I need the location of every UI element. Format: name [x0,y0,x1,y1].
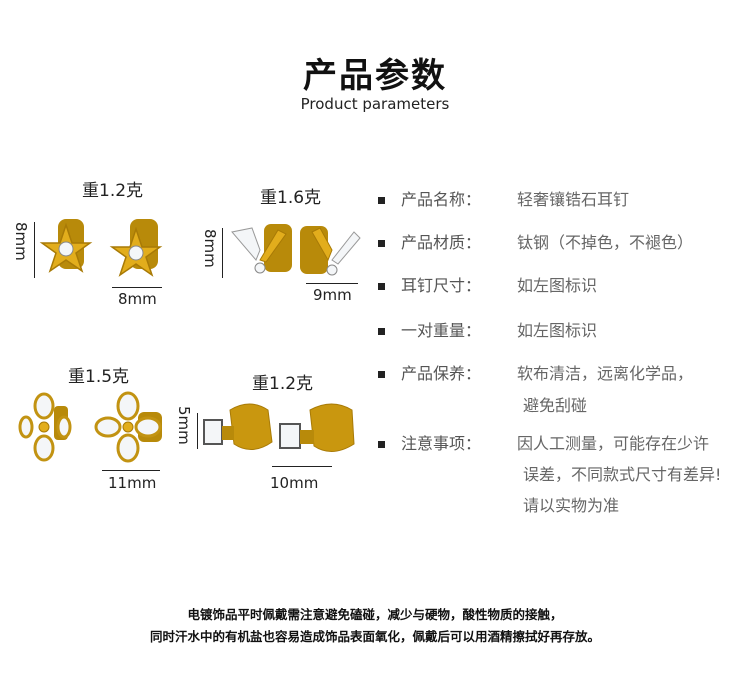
butterfly-stud-icon [231,224,361,276]
spec-care: 产品保养： 软布清洁，远离化学品， [378,360,693,384]
product-2-width-line [306,283,358,284]
spec-notice-line2: 误差，不同款式尺寸有差异! [523,461,721,485]
spec-notice: 注意事项： 因人工测量，可能存在少许 [378,430,709,454]
spec-value: 误差，不同款式尺寸有差异! [523,465,722,484]
spec-label: 注意事项： [401,434,482,453]
product-2-width: 9mm [313,286,352,304]
product-4-height: 5mm [175,406,193,445]
page-title: 产品参数 [303,56,447,96]
spec-value: 钛钢（不掉色，不褪色） [517,233,694,252]
clover-stud-icon [18,391,162,463]
spec-name: 产品名称： 轻奢镶锆石耳钉 [378,186,629,210]
spec-value: 如左图标识 [517,321,598,340]
spec-value: 请以实物为准 [523,496,620,515]
product-1-weight: 重1.2克 [82,181,144,201]
product-2-weight: 重1.6克 [260,188,322,208]
product-4-width: 10mm [270,474,319,492]
product-4-height-line [197,413,198,449]
spec-value: 因人工测量，可能存在少许 [517,434,710,453]
spec-value: 轻奢镶锆石耳钉 [517,190,630,209]
spec-value: 软布清洁，远离化学品， [517,364,694,383]
spec-value: 避免刮碰 [523,396,588,415]
bullet-icon [378,240,385,247]
product-2-height-line [222,228,223,278]
product-1-width-line [112,287,162,288]
spec-notice-line3: 请以实物为准 [523,492,619,516]
spec-label: 产品材质： [401,233,482,252]
bullet-icon [378,371,385,378]
spec-label: 耳钉尺寸： [401,276,482,295]
spec-care-line2: 避免刮碰 [523,392,587,416]
product-3-width: 11mm [108,474,157,492]
spec-weight: 一对重量： 如左图标识 [378,317,597,341]
product-1-height: 8mm [12,222,30,261]
product-1-width: 8mm [118,290,157,308]
product-2-height: 8mm [201,229,219,268]
product-3-width-line [102,470,160,471]
spec-size: 耳钉尺寸： 如左图标识 [378,272,597,296]
spec-material: 产品材质： 钛钢（不掉色，不褪色） [378,229,693,253]
spec-label: 产品名称： [401,190,482,209]
page-subtitle: Product parameters [300,95,450,113]
spec-value: 如左图标识 [517,276,598,295]
bullet-icon [378,441,385,448]
product-4-weight: 重1.2克 [252,374,314,394]
product-1-height-line [34,222,35,278]
square-stone-stud-icon [203,403,355,452]
care-note-line1: 电镀饰品平时佩戴需注意避免磕碰，减少与硬物，酸性物质的接触， [187,607,563,622]
product-4-width-line [272,466,332,467]
star-flower-stud-icon [39,219,163,277]
bullet-icon [378,328,385,335]
bullet-icon [378,197,385,204]
care-note-line2: 同时汗水中的有机盐也容易造成饰品表面氧化，佩戴后可以用酒精擦拭好再存放。 [149,629,600,644]
bullet-icon [378,283,385,290]
spec-label: 产品保养： [401,364,482,383]
spec-label: 一对重量： [401,321,482,340]
product-3-weight: 重1.5克 [68,367,130,387]
